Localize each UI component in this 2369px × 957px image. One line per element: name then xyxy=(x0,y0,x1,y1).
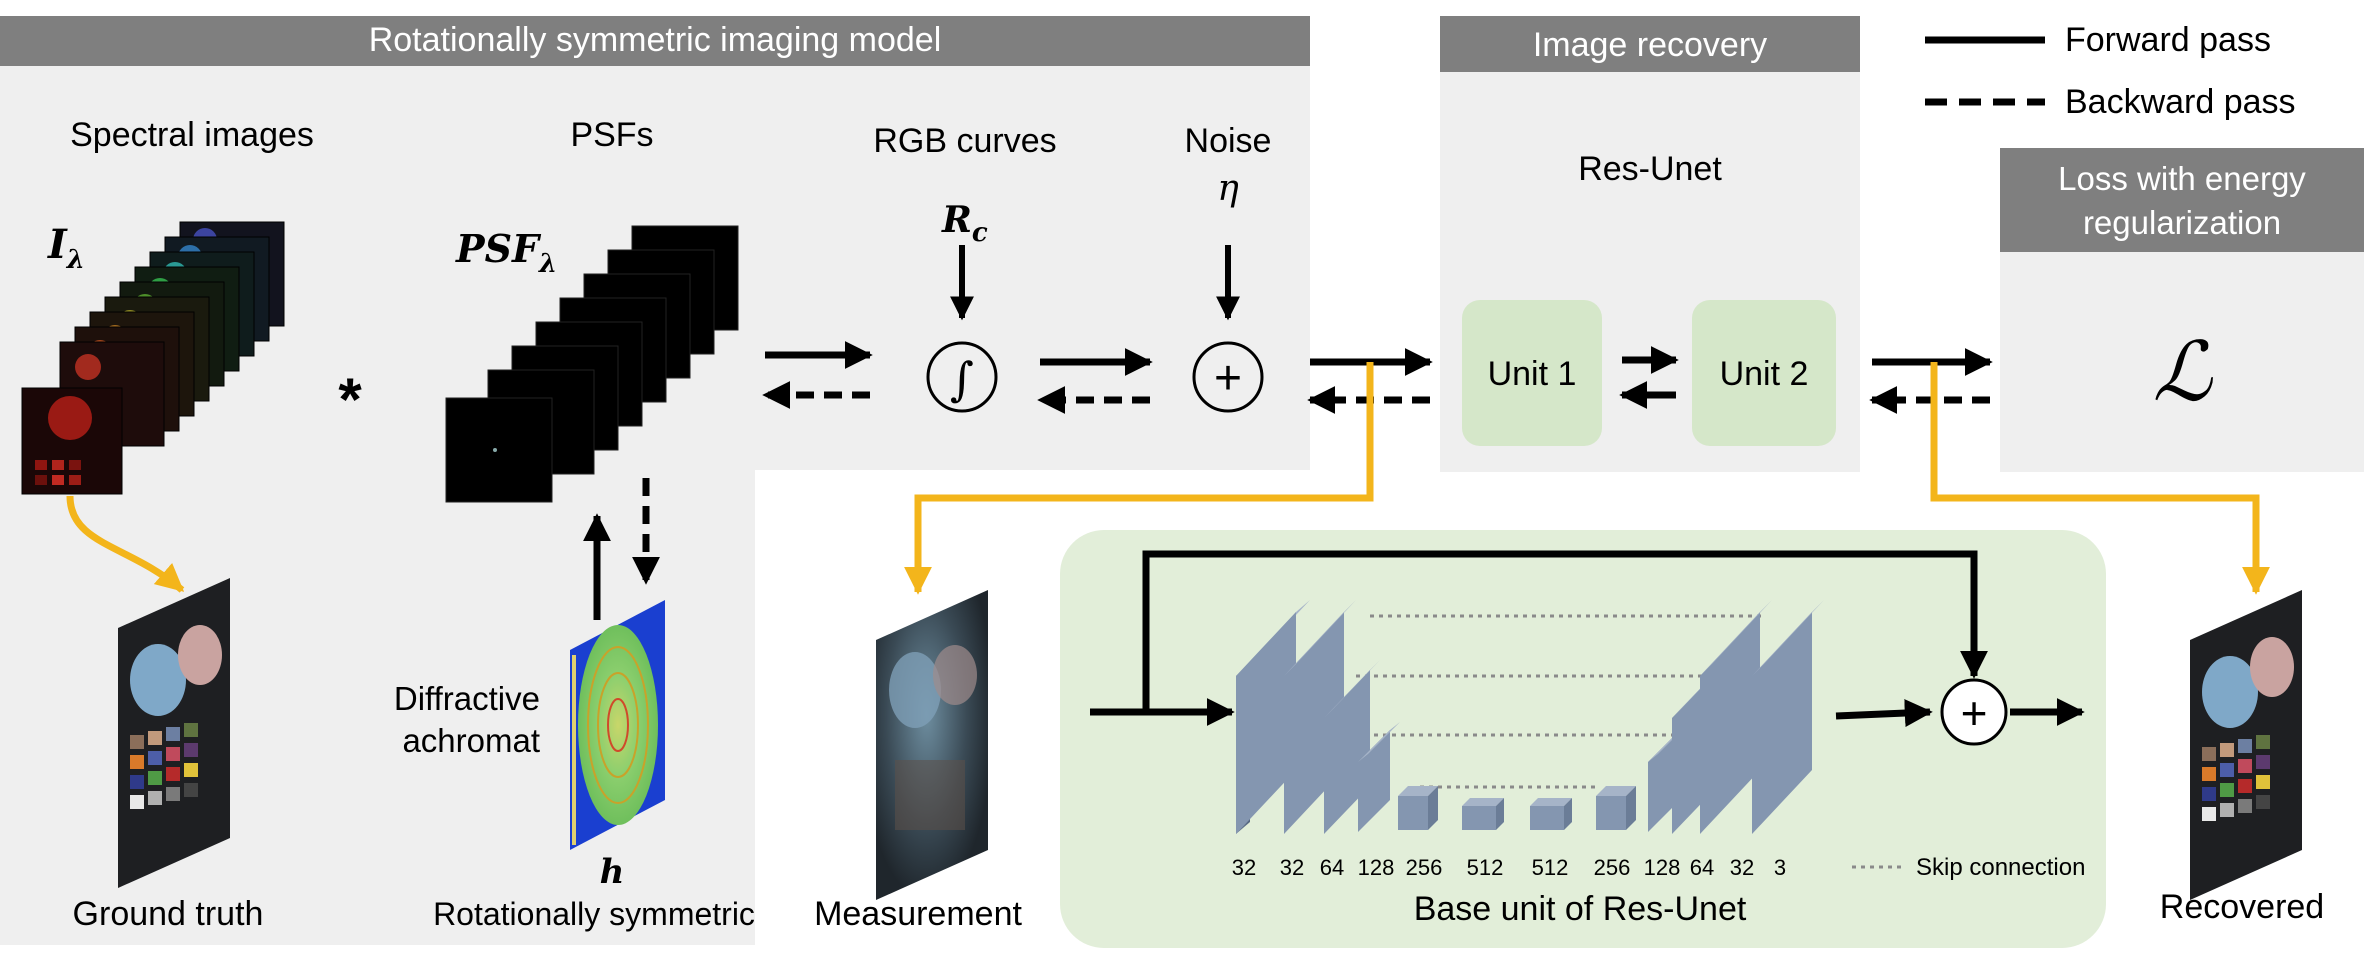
psfs-label: PSFs xyxy=(570,116,653,154)
image-recovery-header: Image recovery xyxy=(1533,26,1767,64)
legend-backward: Backward pass xyxy=(2065,83,2296,121)
channel-label: 256 xyxy=(1406,855,1443,880)
loss-symbol: ℒ xyxy=(2152,325,2213,420)
base-unit-panel xyxy=(1060,530,2106,948)
measurement-label: Measurement xyxy=(814,895,1022,933)
skip-connection-label: Skip connection xyxy=(1916,854,2085,881)
channel-label: 3 xyxy=(1774,855,1786,880)
skip-connections xyxy=(1356,614,1762,789)
residual-add-symbol: + xyxy=(1961,687,1988,739)
h-symbol: h xyxy=(600,852,625,892)
block-enc-32a xyxy=(1236,600,1310,834)
recovered-label: Recovered xyxy=(2160,888,2324,926)
loss-panel: Loss with energy regularization ℒ xyxy=(2000,148,2364,472)
integral-symbol: ∫ xyxy=(950,352,974,406)
unet-blocks xyxy=(1236,600,1824,834)
channel-label: 256 xyxy=(1594,855,1631,880)
imaging-model-header: Rotationally symmetric imaging model xyxy=(369,21,942,59)
diffractive-label-line1: Diffractive xyxy=(394,680,540,717)
block-mid-512a xyxy=(1462,798,1504,830)
channel-label: 128 xyxy=(1358,855,1395,880)
spectral-to-ground-truth-arrow xyxy=(66,495,185,593)
unit-2-label: Unit 2 xyxy=(1720,355,1809,393)
diffractive-achromat-image xyxy=(570,600,665,850)
ground-truth-label: Ground truth xyxy=(73,895,264,933)
channel-label: 32 xyxy=(1232,855,1256,880)
channel-label: 512 xyxy=(1467,855,1504,880)
ground-truth-image xyxy=(118,578,230,888)
residual-add-node xyxy=(1940,678,2008,746)
convolution-symbol: * xyxy=(338,366,362,433)
add-noise-node xyxy=(1192,341,1264,413)
block-mid-512b xyxy=(1530,798,1572,830)
channel-label: 64 xyxy=(1690,855,1714,880)
integral-node xyxy=(926,341,998,413)
channel-label: 32 xyxy=(1280,855,1304,880)
channel-labels: 32 32 64 128 256 512 512 256 128 64 32 3 xyxy=(1232,855,1786,880)
channel-label: 64 xyxy=(1320,855,1344,880)
recovered-yellow-arrow xyxy=(1930,362,2270,595)
channel-label: 128 xyxy=(1644,855,1681,880)
residual-connection-arrow xyxy=(1142,550,1988,712)
spectral-symbol: Iλ xyxy=(47,221,85,275)
block-dec-32 xyxy=(1700,600,1772,834)
measurement-image xyxy=(876,590,988,900)
rgb-curves-label: RGB curves xyxy=(873,122,1056,160)
imaging-model-header-bg xyxy=(0,16,1310,66)
channel-label: 32 xyxy=(1730,855,1754,880)
block-enc-256 xyxy=(1398,786,1438,830)
noise-symbol: η xyxy=(1217,168,1239,209)
rotationally-symmetric-label: Rotationally symmetric xyxy=(433,896,755,932)
spectral-image-stack xyxy=(21,221,285,495)
loss-header-line2: regularization xyxy=(2083,204,2281,241)
unit-1-label: Unit 1 xyxy=(1488,355,1577,393)
decoder-to-add-arrow xyxy=(1835,699,1933,728)
noise-label: Noise xyxy=(1185,122,1272,160)
loss-header-line1: Loss with energy xyxy=(2058,160,2306,197)
legend-forward: Forward pass xyxy=(2065,21,2271,59)
add-noise-symbol: + xyxy=(1214,352,1242,405)
block-dec-3 xyxy=(1752,600,1824,834)
block-dec-256 xyxy=(1596,786,1636,830)
res-unet-label: Res-Unet xyxy=(1578,150,1722,188)
recovered-image xyxy=(2190,590,2302,900)
block-enc-128 xyxy=(1358,722,1400,832)
psf-stack xyxy=(445,225,739,503)
spectral-images-label: Spectral images xyxy=(70,116,314,154)
base-unit-label: Base unit of Res-Unet xyxy=(1414,890,1747,928)
legend: Forward pass Backward pass xyxy=(1925,21,2296,121)
psf-symbol: PSFλ xyxy=(455,226,557,279)
unit-2-box xyxy=(1692,300,1836,446)
channel-label: 512 xyxy=(1532,855,1569,880)
measurement-yellow-arrow xyxy=(904,362,1374,595)
diffractive-label-line2: achromat xyxy=(402,722,540,759)
unit-1-box xyxy=(1462,300,1602,446)
rgb-symbol: Rc xyxy=(941,199,988,248)
